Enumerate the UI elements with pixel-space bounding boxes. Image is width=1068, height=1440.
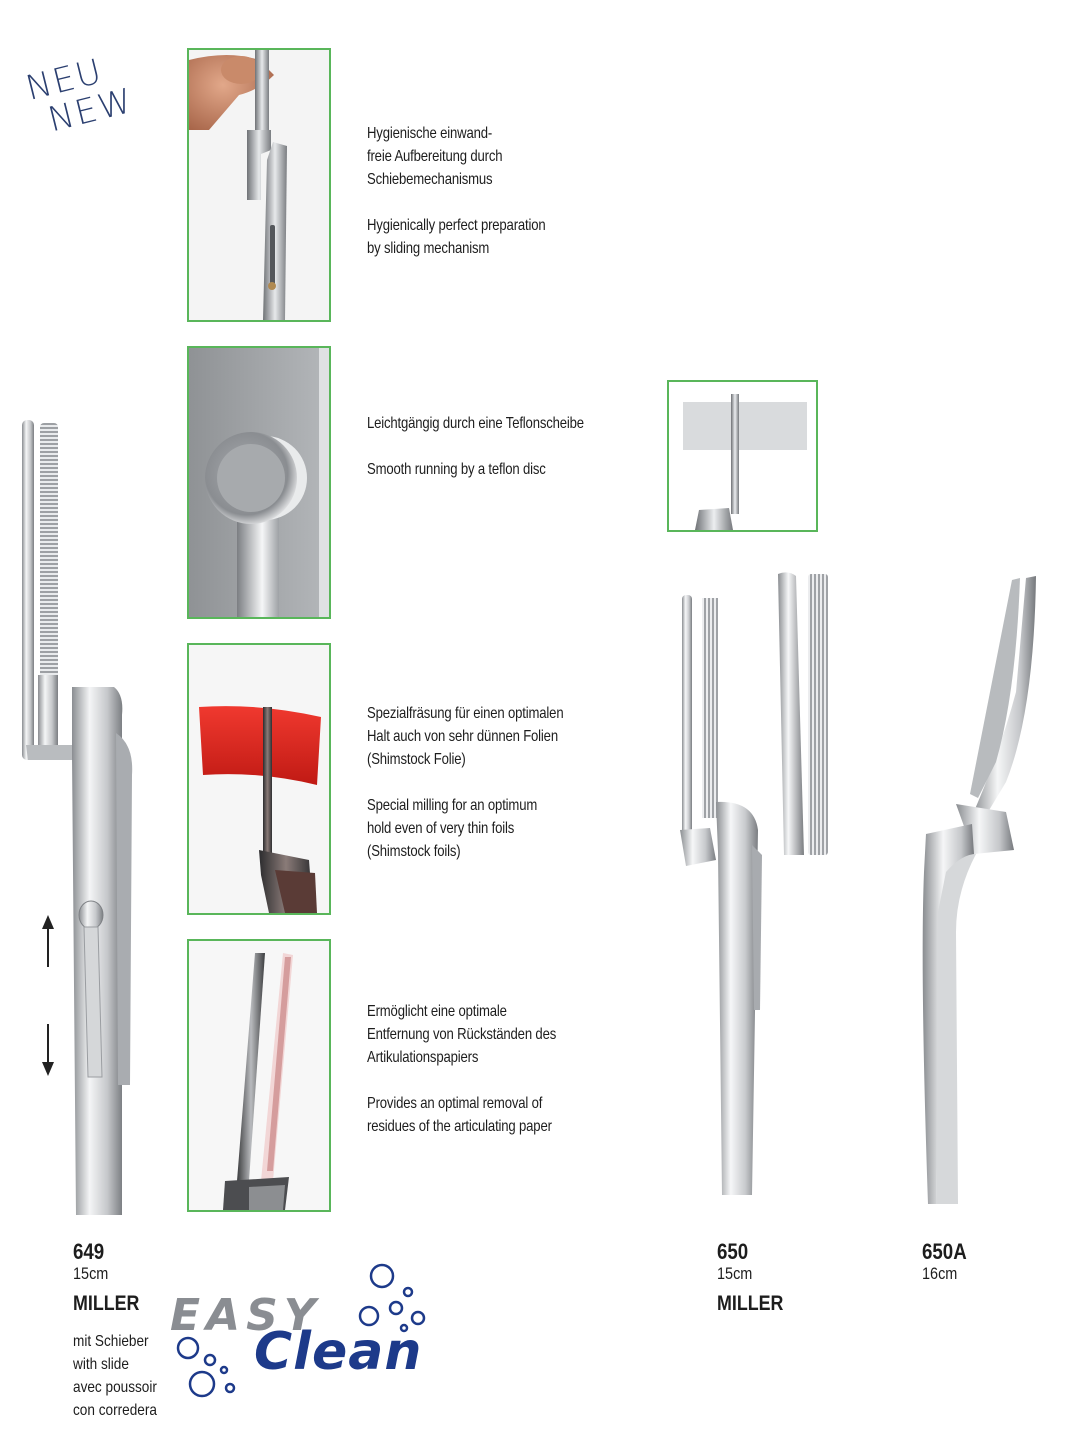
feature-image-hand (187, 48, 331, 322)
product-image-649 (10, 415, 140, 1223)
feature-1-en: Hygienically perfect preparation by slid… (367, 217, 546, 257)
feature-image-650-foil (667, 380, 818, 532)
slide-up-arrow-icon (40, 915, 56, 967)
feature-4-de: Ermöglicht eine optimale Entfernung von … (367, 1003, 557, 1066)
feature-text-3: Spezialfräsung für einen optimalen Halt … (367, 702, 613, 863)
easy-clean-logo: EASY Clean (168, 1260, 468, 1410)
product-649-code: 649 (73, 1239, 105, 1264)
logo-word-easy: EASY (170, 1290, 322, 1341)
logo-word-clean: Clean (254, 1322, 423, 1382)
feature-image-red-foil (187, 643, 331, 915)
product-649-info: 649 15cm MILLER mit Schieber with slide … (73, 1240, 193, 1422)
product-image-650 (676, 590, 776, 1205)
product-650a-code: 650A (922, 1239, 967, 1264)
product-650-name: MILLER (717, 1292, 784, 1315)
product-650a-info: 650A 16cm (922, 1240, 1042, 1284)
product-649-size: 15cm (73, 1264, 109, 1283)
product-650a-size: 16cm (922, 1264, 958, 1283)
product-649-description: mit Schieber with slide avec poussoir co… (73, 1330, 175, 1422)
product-650-info: 650 15cm MILLER (717, 1240, 837, 1316)
product-649-desc-es: con corredera (73, 1402, 157, 1419)
feature-text-2: Leichtgängig durch eine Teflonscheibe Sm… (367, 412, 613, 481)
feature-image-teflon-disc (187, 346, 331, 619)
feature-3-de: Spezialfräsung für einen optimalen Halt … (367, 705, 564, 768)
feature-text-1: Hygienische einwand- freie Aufbereitung … (367, 122, 613, 260)
feature-2-en: Smooth running by a teflon disc (367, 461, 546, 478)
product-649-desc-de: mit Schieber (73, 1333, 149, 1350)
feature-text-4: Ermöglicht eine optimale Entfernung von … (367, 1000, 613, 1138)
product-650-code: 650 (717, 1239, 749, 1264)
feature-3-en: Special milling for an optimum hold even… (367, 797, 538, 860)
product-649-desc-en: with slide (73, 1356, 129, 1373)
feature-1-de: Hygienische einwand- freie Aufbereitung … (367, 125, 503, 188)
product-image-650a (916, 572, 1041, 1212)
slide-down-arrow-icon (40, 1024, 56, 1076)
new-stamp: NEU NEW (22, 46, 138, 144)
feature-4-en: Provides an optimal removal of residues … (367, 1095, 552, 1135)
feature-2-de: Leichtgängig durch eine Teflonscheibe (367, 415, 584, 432)
product-649-name: MILLER (73, 1292, 140, 1315)
product-649-desc-fr: avec poussoir (73, 1379, 157, 1396)
product-detail-650-tips (774, 570, 832, 855)
product-650-size: 15cm (717, 1264, 753, 1283)
bubbles-icon (176, 1263, 426, 1398)
feature-image-articulating-paper (187, 939, 331, 1212)
